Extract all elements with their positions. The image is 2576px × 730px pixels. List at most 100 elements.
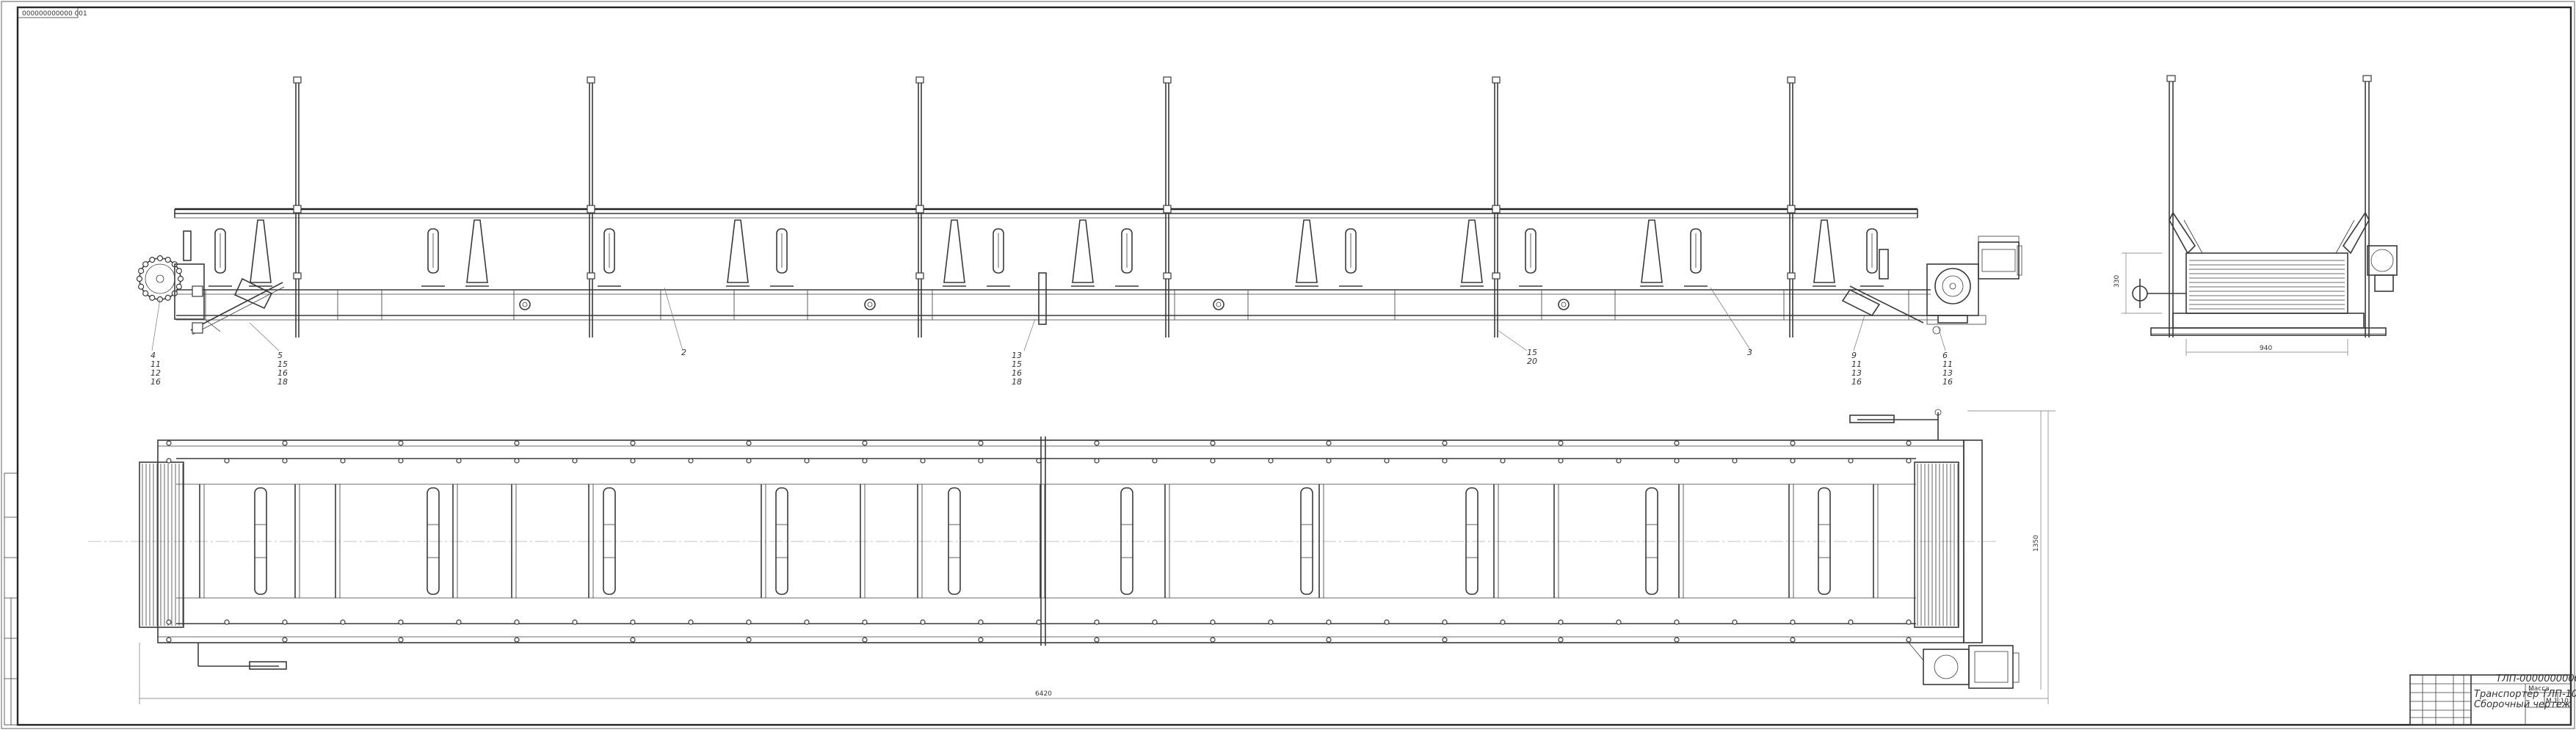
bolt-head bbox=[804, 619, 810, 625]
roller bbox=[1818, 487, 1831, 595]
title-block-name-2: Сборочный чертеж bbox=[2474, 699, 2571, 710]
bolt-head bbox=[1790, 637, 1796, 643]
end-view-posts bbox=[2166, 75, 2372, 337]
bolt-head bbox=[1384, 619, 1390, 625]
bolt-head bbox=[166, 440, 172, 446]
overall-width-text: 1350 bbox=[2033, 535, 2040, 552]
bolt-head bbox=[978, 637, 984, 643]
roller-bracket bbox=[250, 219, 272, 283]
svg-text:20: 20 bbox=[1527, 357, 1537, 366]
roller-stand bbox=[603, 228, 615, 274]
svg-text:15: 15 bbox=[277, 359, 288, 369]
top-view: 6420 1350 bbox=[88, 409, 2056, 704]
svg-text:9: 9 bbox=[1851, 351, 1857, 360]
bolt-head bbox=[1500, 619, 1506, 625]
roller-stand bbox=[427, 228, 439, 274]
bolt-head bbox=[746, 458, 752, 464]
bolt-head bbox=[746, 619, 752, 625]
roller bbox=[603, 487, 616, 595]
end-view-width-dimension: 940 bbox=[2185, 339, 2348, 356]
bolt-head bbox=[688, 458, 694, 464]
bolt-head bbox=[746, 440, 752, 446]
svg-text:16: 16 bbox=[277, 368, 288, 378]
end-view: 330 940 bbox=[2114, 75, 2398, 356]
svg-text:12: 12 bbox=[150, 368, 161, 378]
callout-c1: 4 11 12 16 bbox=[150, 351, 161, 387]
overall-width-dimension: 1350 bbox=[1967, 410, 2056, 690]
svg-text:3: 3 bbox=[1747, 348, 1752, 357]
sprocket-tooth bbox=[138, 268, 145, 274]
frame-verticals bbox=[205, 290, 1909, 320]
bolt-head bbox=[1674, 619, 1680, 625]
bolt-head bbox=[1094, 637, 1100, 643]
bolt-head bbox=[746, 637, 752, 643]
bolt-head bbox=[514, 637, 520, 643]
head-drive bbox=[1841, 236, 2022, 335]
title-block-scale: М 1:10 bbox=[2546, 698, 2569, 705]
bolt-head bbox=[978, 619, 984, 625]
bolt-head bbox=[862, 458, 868, 464]
bolt-head bbox=[1210, 440, 1216, 446]
bolt-head bbox=[1500, 458, 1506, 464]
roller-stand bbox=[1525, 228, 1536, 274]
sprocket-tooth bbox=[164, 294, 171, 301]
svg-text:18: 18 bbox=[277, 377, 288, 387]
bolt-head bbox=[1558, 440, 1564, 446]
roller bbox=[1300, 487, 1313, 595]
left-margin-strip bbox=[4, 472, 18, 726]
bolt-head bbox=[1674, 637, 1680, 643]
bolt-head bbox=[1442, 637, 1448, 643]
title-block: ТЛП-000000000000 Транспортёр ТЛП-10 Сбор… bbox=[2409, 674, 2576, 726]
bolt-head bbox=[1210, 458, 1216, 464]
bolt-head bbox=[1094, 458, 1100, 464]
bolt-head bbox=[340, 619, 346, 625]
return-roller bbox=[519, 299, 531, 310]
roller bbox=[427, 487, 440, 595]
svg-text:16: 16 bbox=[1851, 377, 1862, 387]
roller-stand bbox=[1121, 228, 1133, 274]
bolt-head bbox=[804, 458, 810, 464]
bolt-head bbox=[166, 619, 172, 625]
svg-text:16: 16 bbox=[150, 377, 161, 387]
bolt-head bbox=[1210, 637, 1216, 643]
roller bbox=[1120, 487, 1133, 595]
return-roller bbox=[1558, 299, 1570, 310]
bolt-heads bbox=[166, 440, 1912, 643]
tension-lever bbox=[190, 277, 285, 335]
bolt-head bbox=[282, 619, 288, 625]
svg-text:15: 15 bbox=[1527, 348, 1537, 357]
svg-text:11: 11 bbox=[1851, 359, 1862, 369]
bolt-head bbox=[1442, 440, 1448, 446]
bolt-head bbox=[1036, 458, 1042, 464]
roller-supports bbox=[208, 219, 1884, 325]
bolt-head bbox=[630, 458, 636, 464]
roller-bracket bbox=[1641, 219, 1663, 283]
sprocket-tooth bbox=[149, 294, 156, 301]
overall-length-text: 6420 bbox=[1035, 690, 1052, 698]
end-view-height-text: 330 bbox=[2114, 275, 2121, 288]
bolt-head bbox=[1790, 458, 1796, 464]
bolt-head bbox=[398, 619, 404, 625]
bolt-head bbox=[340, 458, 346, 464]
sprocket-tooth bbox=[156, 255, 164, 262]
roller bbox=[1465, 487, 1479, 595]
callout-c5: 15 20 bbox=[1527, 348, 1537, 366]
tail-sprocket bbox=[136, 230, 205, 320]
bolt-head bbox=[1906, 458, 1912, 464]
bolt-head bbox=[630, 637, 636, 643]
bolt-head bbox=[282, 440, 288, 446]
bolt-head bbox=[862, 637, 868, 643]
bolt-head bbox=[862, 440, 868, 446]
roller-bracket bbox=[1072, 219, 1094, 283]
bolt-head bbox=[688, 619, 694, 625]
roller-bracket bbox=[1813, 219, 1835, 283]
callout-c8: 6 11 13 16 bbox=[1942, 351, 1953, 387]
roller-stand bbox=[993, 228, 1004, 274]
bolt-head bbox=[1616, 619, 1622, 625]
bolt-head bbox=[514, 440, 520, 446]
svg-text:13: 13 bbox=[1942, 368, 1953, 378]
bolt-head bbox=[1674, 440, 1680, 446]
roller-bracket bbox=[727, 219, 749, 283]
bolt-head bbox=[398, 440, 404, 446]
bolt-head bbox=[224, 458, 230, 464]
